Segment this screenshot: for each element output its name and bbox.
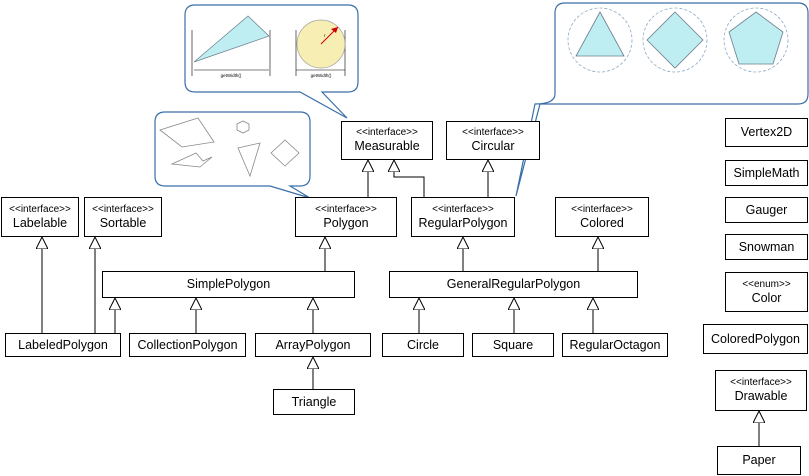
- class-array-polygon[interactable]: ArrayPolygon: [255, 333, 371, 357]
- class-name: LabeledPolygon: [18, 337, 108, 352]
- regular-triangle-icon: [567, 7, 633, 73]
- class-paper[interactable]: Paper: [717, 446, 801, 475]
- regular-pentagon-icon: [723, 7, 789, 73]
- class-name: Polygon: [323, 215, 369, 230]
- stereotype-label: <<interface>>: [356, 127, 418, 138]
- class-name: SimpleMath: [733, 165, 800, 180]
- class-name: SimplePolygon: [186, 277, 271, 291]
- class-general-regular-polygon[interactable]: GeneralRegularPolygon: [389, 271, 638, 298]
- class-circle[interactable]: Circle: [382, 333, 464, 357]
- interface-colored[interactable]: <<interface>> Colored: [555, 197, 649, 237]
- stereotype-label: <<enum>>: [742, 278, 791, 290]
- interface-sortable[interactable]: <<interface>> Sortable: [84, 197, 162, 237]
- class-name: Circle: [407, 337, 439, 352]
- regular-square-icon: [642, 7, 708, 73]
- stereotype-label: <<interface>>: [92, 203, 154, 215]
- class-name: Square: [492, 337, 534, 352]
- class-simple-polygon[interactable]: SimplePolygon: [102, 271, 355, 298]
- class-collection-polygon[interactable]: CollectionPolygon: [129, 333, 246, 357]
- inheritance-edges: [42, 160, 759, 446]
- class-labeled-polygon[interactable]: LabeledPolygon: [5, 333, 121, 357]
- class-vertex2d[interactable]: Vertex2D: [725, 118, 808, 147]
- interface-polygon[interactable]: <<interface>> Polygon: [295, 197, 397, 237]
- class-name: Snowman: [738, 239, 795, 254]
- class-name: RegularOctagon: [569, 337, 661, 352]
- width-label: getWidth(): [311, 73, 332, 78]
- circle-width-figure: r getWidth(): [295, 19, 346, 78]
- class-name: Vertex2D: [740, 125, 793, 139]
- stereotype-label: <<interface>>: [730, 377, 792, 388]
- class-name: Sortable: [99, 215, 147, 230]
- class-name: Drawable: [734, 389, 788, 403]
- class-name: Colored: [580, 215, 624, 230]
- triangle-icon: [237, 142, 261, 178]
- class-name: Measurable: [354, 139, 420, 153]
- class-name: Color: [751, 290, 782, 305]
- class-name: CollectionPolygon: [137, 337, 238, 352]
- class-name: Circular: [471, 139, 515, 153]
- stereotype-label: <<interface>>: [462, 127, 524, 138]
- hexagon-icon: [236, 120, 250, 134]
- class-name: Gauger: [745, 202, 788, 217]
- class-name: Triangle: [291, 394, 337, 409]
- class-name: GeneralRegularPolygon: [446, 277, 581, 291]
- class-gauger[interactable]: Gauger: [725, 197, 808, 223]
- diamond-icon: [270, 139, 300, 167]
- class-regular-octagon[interactable]: RegularOctagon: [562, 333, 668, 357]
- callout-polygon: [154, 111, 311, 199]
- class-simple-math[interactable]: SimpleMath: [725, 160, 808, 186]
- stereotype-label: <<interface>>: [315, 203, 377, 215]
- radius-arrow-icon: [331, 27, 338, 33]
- interface-regular-polygon[interactable]: <<interface>> RegularPolygon: [411, 197, 515, 237]
- stereotype-label: <<interface>>: [432, 203, 494, 215]
- interface-labelable[interactable]: <<interface>> Labelable: [1, 197, 79, 237]
- class-name: Labelable: [12, 215, 68, 230]
- class-name: ArrayPolygon: [275, 337, 351, 352]
- irregular-polygon-icon: [159, 117, 215, 148]
- stereotype-label: <<interface>>: [571, 203, 633, 215]
- concave-polygon-icon: [170, 152, 213, 168]
- radius-label: r: [324, 33, 326, 38]
- interface-measurable[interactable]: <<interface>> Measurable: [341, 121, 433, 160]
- class-square[interactable]: Square: [472, 333, 554, 357]
- callout-measurable: getWidth() r getWidth(): [184, 4, 359, 119]
- interface-drawable[interactable]: <<interface>> Drawable: [715, 370, 807, 411]
- class-name: Paper: [742, 453, 776, 467]
- interface-circular[interactable]: <<interface>> Circular: [446, 121, 540, 160]
- class-name: RegularPolygon: [418, 215, 508, 230]
- width-label: getWidth(): [221, 73, 242, 78]
- enum-color[interactable]: <<enum>> Color: [725, 272, 808, 312]
- callout-regular-polygon: [515, 2, 809, 197]
- stereotype-label: <<interface>>: [9, 203, 71, 215]
- class-colored-polygon[interactable]: ColoredPolygon: [703, 324, 808, 354]
- triangle-width-figure: getWidth(): [191, 15, 271, 78]
- class-name: ColoredPolygon: [711, 331, 800, 346]
- class-triangle[interactable]: Triangle: [273, 389, 355, 415]
- class-snowman[interactable]: Snowman: [725, 234, 808, 260]
